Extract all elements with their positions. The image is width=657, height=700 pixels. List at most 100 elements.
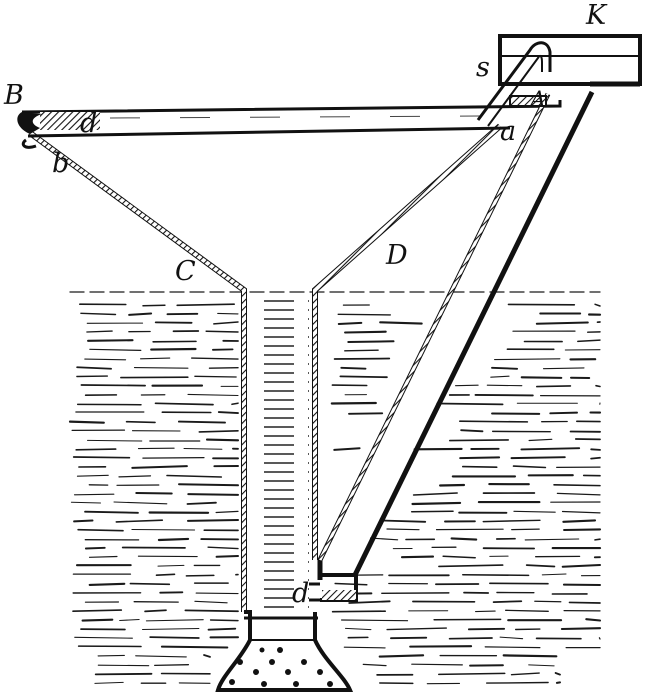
water-stroke [460,429,484,433]
water-stroke [339,375,388,379]
label-a-lower: a [500,116,517,147]
water-stroke [80,312,117,316]
water-stroke [343,646,386,649]
water-stroke [510,456,566,460]
water-stroke [525,564,556,568]
water-stroke [154,402,214,406]
water-stroke [340,366,367,370]
water-stroke [76,366,112,370]
water-stroke [81,618,114,622]
label-b-upper: B [4,80,24,111]
label-c: C [175,256,196,287]
label-d-upper: D [386,240,408,271]
water-body [68,291,602,685]
label-b-lower: b [52,148,70,179]
label-d-bottom: d [292,578,310,609]
water-stroke [528,664,555,667]
water-stroke [459,456,501,460]
water-stroke [568,601,601,604]
water-stroke [194,375,237,378]
water-stroke [118,475,152,478]
water-stroke [410,510,454,513]
water-stroke [166,474,223,478]
water-stroke [491,366,519,370]
water-stroke [459,420,529,423]
water-stroke [484,646,541,649]
water-stroke [157,564,185,567]
water-stroke [450,537,478,541]
water-stroke [492,600,523,603]
water-stroke [88,555,118,558]
water-stroke [115,519,164,523]
water-stroke [74,636,133,639]
water-stroke [331,610,386,613]
water-stroke [341,619,409,622]
water-stroke [94,672,153,676]
water-stroke [145,619,204,622]
water-stroke [390,636,428,640]
water-stroke [436,402,504,406]
water-stroke [133,367,189,369]
water-stroke [400,555,435,559]
water-stroke [113,501,168,505]
water-stroke [77,528,124,532]
water-stroke [198,429,239,433]
water-stroke [97,664,150,667]
water-stroke [494,358,561,361]
water-stroke [142,304,166,307]
water-stroke [209,619,239,622]
water-stroke [155,573,176,577]
water-stroke [73,519,94,523]
water-stroke [187,393,239,397]
water-stroke [512,465,547,469]
water-stroke [334,582,368,586]
water-stroke [411,501,462,506]
water-stroke [157,537,190,542]
water-stroke [386,627,447,631]
water-stroke [379,321,423,325]
water-stroke [128,312,153,316]
water-stroke [94,681,124,684]
water-stroke [442,555,476,559]
water-stroke [556,492,601,496]
water-stroke [205,438,240,442]
water-stroke [86,330,113,333]
water-stroke [411,663,463,666]
water-stroke [448,637,493,640]
water-stroke [541,573,567,576]
water-stroke [186,518,240,522]
water-stroke [505,609,549,612]
water-stroke [176,303,235,307]
water-stroke [553,484,601,487]
water-stroke [337,313,391,316]
water-stroke [80,384,146,387]
water-stroke [499,636,524,640]
water-stroke [511,528,540,531]
water-stroke [333,447,361,451]
water-stroke [84,546,106,550]
water-stroke [337,321,363,326]
water-stroke [75,448,117,451]
water-stroke [344,627,372,631]
water-stroke [380,519,427,523]
water-stroke [577,339,601,343]
water-stroke [344,349,379,352]
water-stroke [535,321,589,325]
water-stroke [520,447,581,451]
water-stroke [84,510,139,514]
water-stroke [149,636,200,639]
label-s: s [476,52,490,83]
water-stroke [72,456,131,459]
label-d-top: d [80,108,98,139]
water-stroke [131,528,196,531]
water-stroke [87,339,134,342]
water-stroke [467,627,506,631]
water-stroke [590,456,601,460]
label-a-upper: A [530,88,546,113]
water-stroke [187,493,240,496]
water-stroke [439,483,466,487]
water-stroke [73,493,115,496]
water-stroke [333,357,391,360]
water-stroke [528,438,553,442]
